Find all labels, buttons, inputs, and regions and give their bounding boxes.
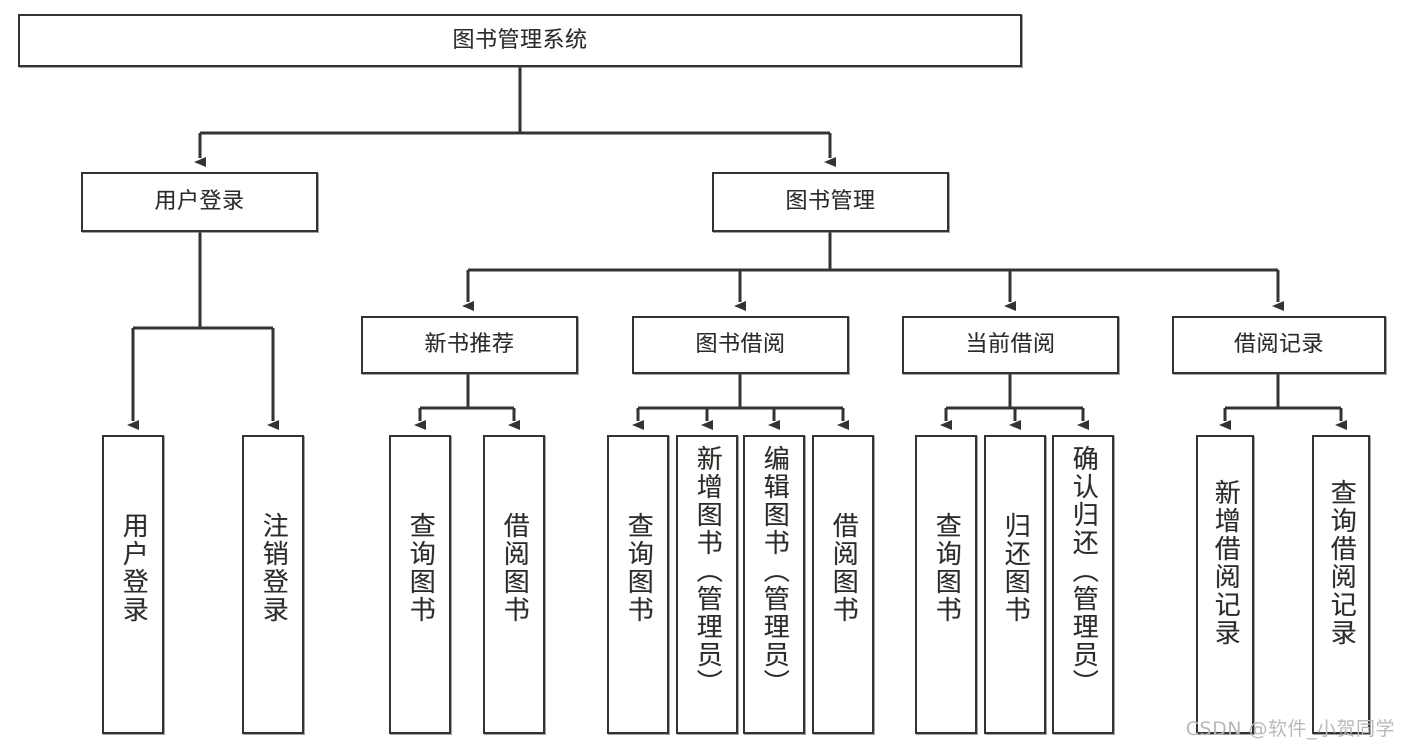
- node-leaf-borrow-book-label: 借阅图书: [828, 512, 859, 624]
- node-borrow-record-label: 借阅记录: [1233, 332, 1324, 358]
- node-new-book-recommend-label: 新书推荐: [424, 332, 515, 358]
- node-leaf-borrow-book-recommend[interactable]: 借阅图书: [483, 435, 545, 734]
- node-leaf-add-borrow-record[interactable]: 新增借阅记录: [1196, 435, 1254, 734]
- node-leaf-query-book-borrow[interactable]: 查询图书: [607, 435, 669, 734]
- node-current-borrow[interactable]: 当前借阅: [902, 316, 1119, 374]
- node-leaf-query-book-recommend-label: 查询图书: [405, 512, 436, 624]
- node-current-borrow-label: 当前借阅: [965, 332, 1056, 358]
- node-leaf-query-book-recommend[interactable]: 查询图书: [389, 435, 451, 734]
- node-borrow-record[interactable]: 借阅记录: [1172, 316, 1386, 374]
- node-leaf-user-logout[interactable]: 注销登录: [242, 435, 304, 734]
- node-user-login-label: 用户登录: [154, 189, 245, 215]
- node-leaf-return-book-label: 归还图书: [1000, 512, 1031, 624]
- node-leaf-add-borrow-record-label: 新增借阅记录: [1210, 479, 1241, 647]
- node-book-borrow[interactable]: 图书借阅: [632, 316, 849, 374]
- node-leaf-borrow-book-recommend-label: 借阅图书: [499, 512, 530, 624]
- node-root-label: 图书管理系统: [452, 27, 588, 53]
- node-leaf-confirm-return-admin[interactable]: 确认归还（管理员）: [1052, 435, 1114, 734]
- node-leaf-user-logout-label: 注销登录: [258, 512, 289, 624]
- node-leaf-user-login-label: 用户登录: [118, 512, 149, 624]
- node-leaf-confirm-return-admin-label: 确认归还（管理员）: [1068, 445, 1099, 697]
- csdn-watermark: CSDN @软件_小贺同学: [1185, 718, 1395, 740]
- node-book-manage-label: 图书管理: [785, 189, 876, 215]
- node-leaf-return-book[interactable]: 归还图书: [984, 435, 1046, 734]
- node-leaf-query-book-current[interactable]: 查询图书: [915, 435, 977, 734]
- node-root[interactable]: 图书管理系统: [18, 14, 1022, 67]
- node-leaf-borrow-book[interactable]: 借阅图书: [812, 435, 874, 734]
- node-leaf-add-book-admin-label: 新增图书（管理员）: [692, 445, 723, 697]
- node-leaf-query-borrow-record[interactable]: 查询借阅记录: [1312, 435, 1370, 734]
- node-new-book-recommend[interactable]: 新书推荐: [361, 316, 578, 374]
- node-leaf-edit-book-admin-label: 编辑图书（管理员）: [759, 445, 790, 697]
- node-leaf-query-book-borrow-label: 查询图书: [623, 512, 654, 624]
- node-leaf-edit-book-admin[interactable]: 编辑图书（管理员）: [743, 435, 805, 734]
- node-leaf-query-book-current-label: 查询图书: [931, 512, 962, 624]
- node-book-borrow-label: 图书借阅: [695, 332, 786, 358]
- node-leaf-user-login[interactable]: 用户登录: [102, 435, 164, 734]
- node-book-manage[interactable]: 图书管理: [712, 172, 949, 232]
- node-leaf-add-book-admin[interactable]: 新增图书（管理员）: [676, 435, 738, 734]
- node-user-login[interactable]: 用户登录: [81, 172, 318, 232]
- node-leaf-query-borrow-record-label: 查询借阅记录: [1326, 479, 1357, 647]
